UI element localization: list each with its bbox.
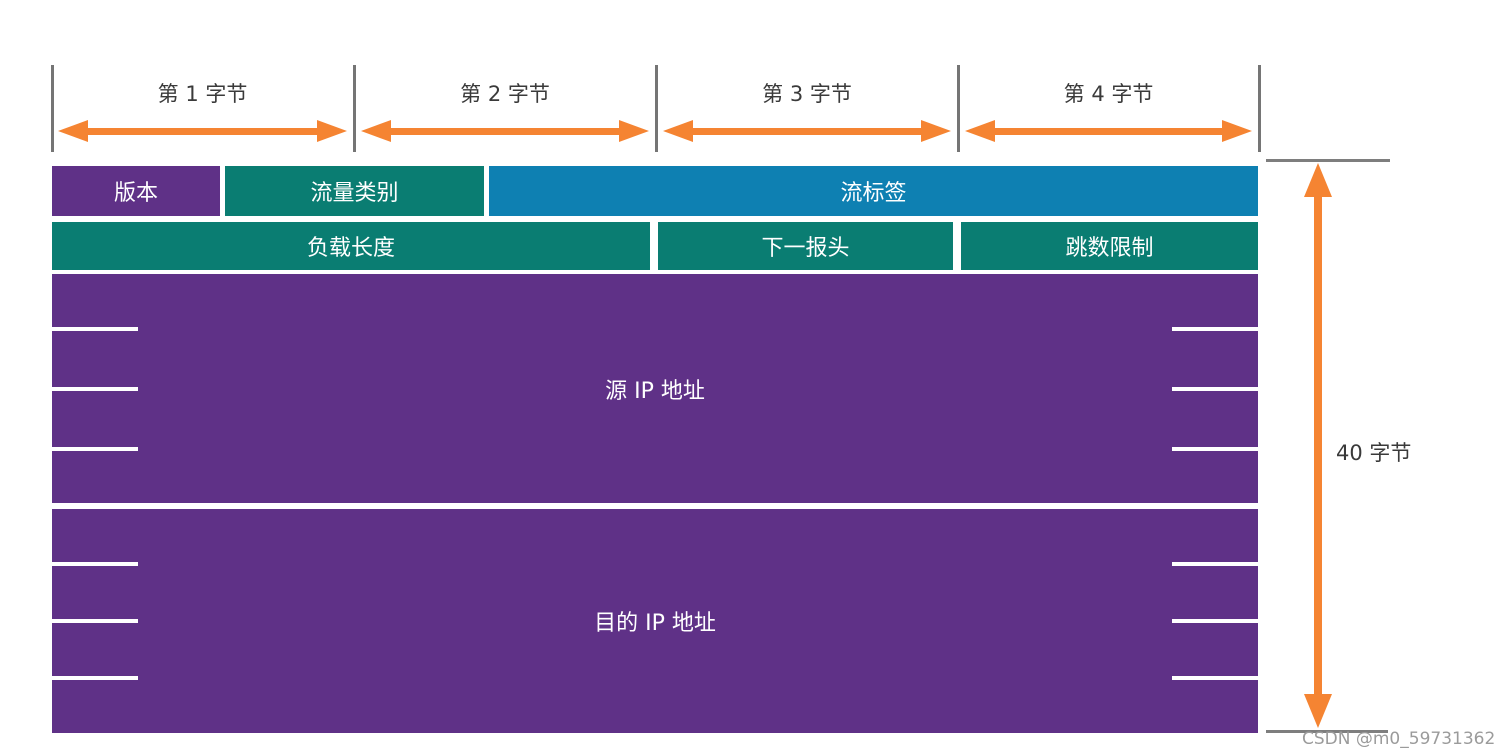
byte-span-arrow: [965, 120, 1252, 142]
source-ip-label: 源 IP 地址: [605, 378, 705, 404]
field-version: 版本: [52, 166, 220, 216]
byte-separator-line: [1258, 65, 1261, 152]
bit-row-tick: [1172, 387, 1258, 391]
size-bracket-bottom-line: [1266, 730, 1388, 733]
arrowhead-down-icon: [1304, 694, 1332, 728]
byte-span-arrow: [663, 120, 951, 142]
bit-row-tick: [1172, 676, 1258, 680]
field-source-ip: 源 IP 地址: [52, 274, 1258, 503]
byte-1-label: 第 1 字节: [157, 82, 248, 106]
bit-row-tick: [1172, 447, 1258, 451]
arrow-shaft: [70, 128, 335, 135]
byte-span-arrow: [58, 120, 347, 142]
byte-3-label: 第 3 字节: [762, 82, 852, 106]
byte-span-arrow: [361, 120, 649, 142]
byte-2-cell: 第 2 字节: [357, 80, 653, 142]
arrow-shaft: [675, 128, 939, 135]
bit-row-tick: [52, 327, 138, 331]
header-size-label: 40 字节: [1336, 441, 1412, 465]
arrowhead-right-icon: [619, 120, 649, 142]
arrow-shaft: [373, 128, 637, 135]
field-next-header: 下一报头: [658, 222, 953, 270]
bit-row-tick: [52, 387, 138, 391]
header-size-arrow: [1304, 163, 1332, 728]
arrowhead-right-icon: [317, 120, 347, 142]
field-hop-limit: 跳数限制: [961, 222, 1258, 270]
byte-separator-line: [655, 65, 658, 152]
destination-ip-label: 目的 IP 地址: [594, 611, 716, 636]
byte-3-cell: 第 3 字节: [659, 80, 955, 142]
bit-row-tick: [52, 676, 138, 680]
byte-1-cell: 第 1 字节: [54, 80, 351, 142]
field-payload-length: 负载长度: [52, 222, 650, 270]
watermark: CSDN @m0_59731362: [1302, 729, 1496, 749]
field-traffic-class: 流量类别: [225, 166, 484, 216]
arrowhead-right-icon: [921, 120, 951, 142]
bit-row-tick: [1172, 619, 1258, 623]
arrow-shaft: [977, 128, 1240, 135]
field-destination-ip: 目的 IP 地址: [52, 509, 1258, 733]
arrowhead-right-icon: [1222, 120, 1252, 142]
byte-2-label: 第 2 字节: [460, 82, 550, 106]
bit-row-tick: [52, 562, 138, 566]
byte-separator-line: [957, 65, 960, 152]
bit-row-tick: [52, 447, 138, 451]
field-flow-label: 流标签: [489, 166, 1258, 216]
byte-separator-line: [51, 65, 54, 152]
bit-row-tick: [1172, 562, 1258, 566]
byte-separator-line: [353, 65, 356, 152]
size-bracket-top-line: [1266, 159, 1390, 162]
bit-row-tick: [52, 619, 138, 623]
arrowhead-up-icon: [1304, 163, 1332, 197]
bit-row-tick: [1172, 327, 1258, 331]
byte-4-cell: 第 4 字节: [961, 80, 1256, 142]
arrow-shaft: [1314, 193, 1322, 698]
byte-4-label: 第 4 字节: [1063, 82, 1154, 106]
